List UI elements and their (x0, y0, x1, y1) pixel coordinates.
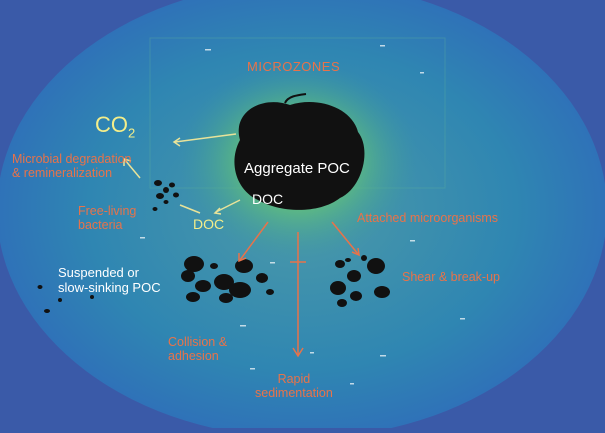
aggregate-to-collision-arrow (239, 221, 269, 261)
co2-subscript: 2 (128, 125, 136, 141)
collision-cluster (181, 256, 274, 303)
microbial-line-1: Microbial degradation (12, 152, 132, 166)
doc-outer-label: DOC (193, 216, 225, 232)
aggregate-to-breakup-arrow (331, 221, 359, 255)
diagram-title: MICROZONES (247, 59, 341, 74)
aggregate-particle (234, 102, 365, 210)
suspended-line-1: Suspended or (58, 265, 139, 280)
doc-co2-arrows (123, 133, 241, 215)
shear-breakup-label: Shear & break-up (402, 270, 500, 284)
microbial-degradation-label: Microbial degradation & remineralization (12, 152, 132, 181)
doc-to-bacteria-arrow (179, 204, 201, 214)
co2-label: CO2 (95, 112, 135, 141)
water-specks (140, 45, 465, 385)
suspended-particles-left (37, 180, 179, 313)
microbial-line-2: & remineralization (12, 166, 113, 181)
breakup-cluster (330, 255, 390, 307)
suspended-line-2: slow-sinking POC (58, 279, 161, 295)
free-living-line-1: Free-living (78, 204, 137, 218)
rapid-line-2: sedimentation (255, 386, 333, 401)
co2-text: CO (95, 112, 128, 137)
aggregate-tail (284, 93, 307, 104)
center-label: Aggregate POC (244, 160, 350, 177)
free-living-bacteria-label: Free-living bacteria (78, 204, 136, 233)
collision-line-1: Collision & (168, 335, 228, 349)
bacteria-to-co2-arrow (124, 159, 141, 179)
attached-microorganisms-label: Attached microorganisms (357, 211, 499, 225)
process-arrows (238, 221, 360, 358)
suspended-poc-label: Suspended or slow-sinking POC (58, 265, 161, 296)
rapid-line-1: Rapid (277, 372, 311, 386)
free-living-line-2: bacteria (78, 218, 123, 233)
collision-adhesion-label: Collision & adhesion (168, 335, 227, 364)
rapid-sedimentation-label: Rapid sedimentation (255, 372, 333, 401)
doc-to-doc-arrow (215, 199, 241, 213)
aggregate-to-co2-arrow (174, 133, 237, 143)
doc-inner-label: DOC (252, 191, 284, 207)
collision-line-2: adhesion (168, 349, 219, 364)
